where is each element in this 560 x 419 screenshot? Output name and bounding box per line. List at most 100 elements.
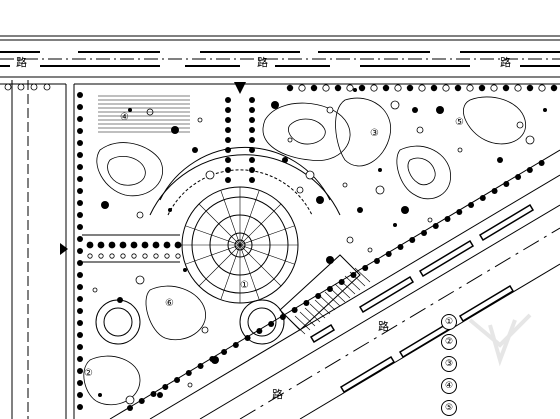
tree-symbol — [77, 140, 83, 146]
tree-symbol — [119, 241, 127, 249]
paving-rows — [82, 234, 361, 331]
tree-symbol — [466, 84, 474, 92]
hatch-line — [319, 295, 336, 311]
tree-symbol — [98, 393, 102, 397]
tree-symbol — [150, 391, 157, 397]
hatch-line — [329, 287, 346, 303]
tree-symbol — [77, 404, 83, 410]
tree-symbol — [454, 84, 462, 92]
tree-symbol — [162, 384, 169, 390]
tree-symbol — [225, 107, 231, 113]
street-label-1: 路 — [16, 56, 27, 69]
tree-symbol — [358, 84, 366, 92]
site-boundary — [73, 83, 560, 419]
tree-symbol — [296, 186, 304, 194]
tree-symbol — [183, 268, 187, 272]
tree-symbol — [171, 126, 179, 134]
tree-symbol — [141, 241, 149, 249]
tree-symbol — [225, 137, 231, 143]
legend-item-5: ⑤ — [441, 400, 457, 416]
tree-symbol — [394, 84, 402, 92]
area-number-4: ④ — [120, 112, 129, 123]
tree-symbol — [174, 241, 182, 249]
tree-symbol — [478, 84, 486, 92]
legend-item-2: ② — [441, 334, 457, 350]
tree-symbol — [225, 157, 231, 163]
tree-symbol — [30, 83, 38, 91]
tree-symbol — [315, 293, 322, 299]
tree-symbol — [77, 272, 83, 278]
tree-symbol — [525, 135, 535, 145]
tree-symbol — [97, 241, 105, 249]
tree-symbol — [77, 320, 83, 326]
tree-symbol — [256, 328, 263, 334]
area-number-3: ③ — [370, 128, 379, 139]
tree-symbol — [409, 237, 416, 243]
tree-symbol — [287, 137, 293, 143]
tree-symbol — [225, 97, 231, 103]
tree-symbol — [175, 253, 181, 259]
tree-symbol — [130, 241, 138, 249]
tree-symbol — [136, 211, 144, 219]
tree-symbol — [197, 117, 203, 123]
tree-symbol — [164, 253, 170, 259]
tree-symbol — [249, 97, 255, 103]
tree-symbol — [497, 157, 503, 163]
tree-symbol — [87, 253, 93, 259]
tree-symbol — [401, 206, 409, 214]
tree-symbol — [211, 356, 219, 364]
tree-symbol — [77, 104, 83, 110]
tree-symbol — [77, 344, 83, 350]
tree-symbol — [17, 83, 25, 91]
tree-symbol — [92, 287, 98, 293]
tree-symbol — [430, 84, 438, 92]
tree-symbol — [479, 195, 486, 201]
tree-symbol — [108, 241, 116, 249]
tree-symbol — [442, 84, 450, 92]
tree-symbol — [131, 253, 137, 259]
tree-symbol — [416, 126, 424, 134]
tree-symbol — [77, 128, 83, 134]
tree-symbol — [385, 251, 392, 257]
tree-symbol — [543, 108, 547, 112]
tree-symbol — [516, 121, 524, 129]
tree-symbol — [412, 107, 418, 113]
tree-symbol — [310, 84, 318, 92]
hatch-line — [299, 311, 316, 327]
tree-symbol — [117, 297, 123, 303]
tree-symbol — [225, 127, 231, 133]
tree-symbol — [77, 284, 83, 290]
tree-symbol — [456, 209, 463, 215]
tree-symbol — [550, 84, 558, 92]
tree-symbol — [514, 84, 522, 92]
tree-symbol — [77, 332, 83, 338]
tree-symbol — [174, 377, 181, 383]
tree-symbol — [86, 241, 94, 249]
tree-symbol — [268, 321, 275, 327]
tree-symbol — [406, 84, 414, 92]
tree-symbol — [125, 395, 135, 405]
tree-symbol — [538, 84, 546, 92]
tree-symbol — [367, 247, 373, 253]
area-number-5: ⑤ — [455, 117, 464, 128]
tree-symbol — [326, 286, 333, 292]
tree-symbol — [515, 174, 522, 180]
hatch-line — [324, 291, 341, 307]
tree-symbol — [271, 101, 279, 109]
tree-symbol — [128, 108, 132, 112]
tree-symbol — [338, 279, 345, 285]
legend-item-4: ④ — [441, 378, 457, 394]
tree-symbol — [362, 265, 369, 271]
hatch-line — [314, 299, 331, 315]
hatch-line — [354, 267, 371, 283]
tree-symbol — [109, 253, 115, 259]
tree-symbol — [77, 200, 83, 206]
tree-symbol — [249, 167, 255, 173]
tree-symbol — [232, 342, 239, 348]
tree-symbol — [185, 370, 192, 376]
tree-symbol — [357, 207, 363, 213]
tree-symbol — [342, 182, 348, 188]
tree-symbol — [491, 188, 498, 194]
tree-symbol — [187, 382, 193, 388]
